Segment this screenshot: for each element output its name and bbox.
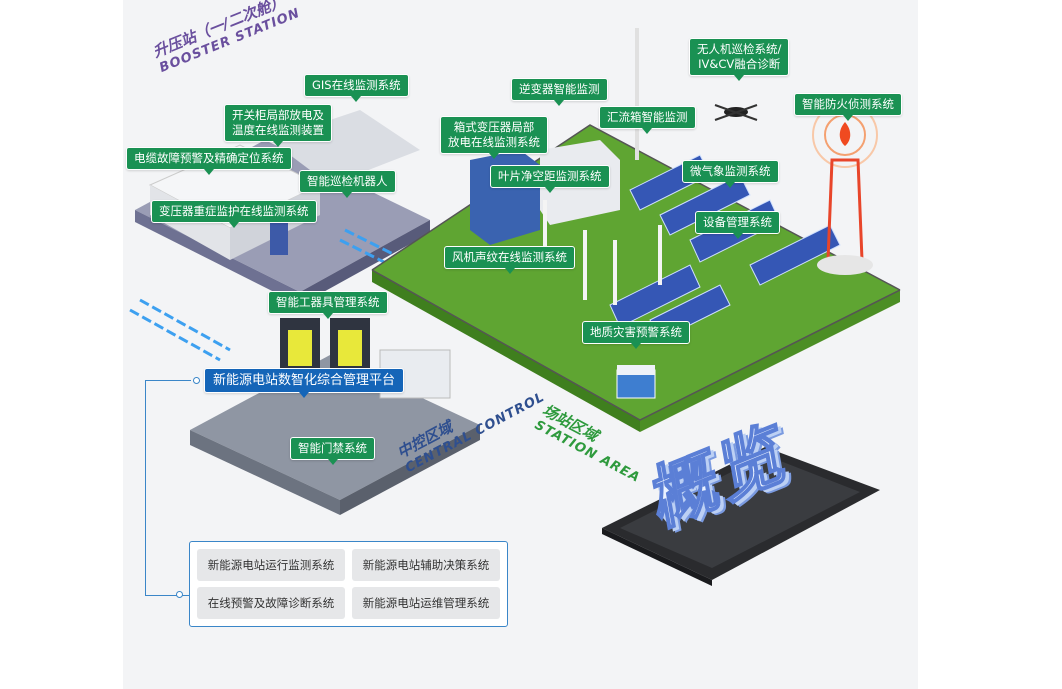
- label-access[interactable]: 智能门禁系统: [290, 437, 375, 465]
- drone: [714, 104, 758, 121]
- subsystem-panel: 新能源电站运行监测系统 新能源电站辅助决策系统 在线预警及故障诊断系统 新能源电…: [189, 541, 508, 627]
- central-control-floor: [190, 318, 480, 515]
- connector-dot-bottom: [176, 591, 183, 598]
- label-transformer[interactable]: 变压器重症监护在线监测系统: [151, 200, 317, 228]
- label-cable[interactable]: 电缆故障预警及精确定位系统: [126, 147, 292, 175]
- label-geo[interactable]: 地质灾害预警系统: [582, 321, 690, 349]
- label-inverter[interactable]: 逆变器智能监测: [511, 78, 608, 106]
- label-box-transformer-line1: 箱式变压器局部: [453, 120, 535, 134]
- label-switchgear[interactable]: 开关柜局部放电及 温度在线监测装置: [224, 104, 332, 147]
- label-device-text: 设备管理系统: [703, 215, 772, 229]
- label-platform-text: 新能源电站数智化综合管理平台: [213, 373, 396, 388]
- connector-dot-top: [193, 377, 200, 384]
- label-device[interactable]: 设备管理系统: [695, 211, 780, 239]
- label-tools[interactable]: 智能工器具管理系统: [268, 291, 388, 319]
- label-access-text: 智能门禁系统: [298, 441, 367, 455]
- label-combiner[interactable]: 汇流箱智能监测: [599, 106, 696, 134]
- label-combiner-text: 汇流箱智能监测: [607, 110, 688, 124]
- label-gis[interactable]: GIS在线监测系统: [304, 74, 409, 102]
- cable-lines: [129, 228, 396, 362]
- label-drone-line2: IV&CV融合诊断: [698, 57, 781, 71]
- label-box-transformer[interactable]: 箱式变压器局部 放电在线监测系统: [440, 116, 548, 159]
- label-robot[interactable]: 智能巡检机器人: [299, 170, 396, 198]
- label-acoustic[interactable]: 风机声纹在线监测系统: [444, 246, 575, 274]
- label-switchgear-line1: 开关柜局部放电及: [232, 108, 324, 122]
- label-fire-text: 智能防火侦测系统: [802, 97, 894, 111]
- fire-tower: [812, 102, 878, 275]
- label-platform[interactable]: 新能源电站数智化综合管理平台: [204, 368, 405, 398]
- subsystem-fault-diagnosis[interactable]: 在线预警及故障诊断系统: [197, 587, 345, 619]
- tablet: [602, 447, 880, 586]
- label-robot-text: 智能巡检机器人: [307, 174, 388, 188]
- label-box-transformer-line2: 放电在线监测系统: [448, 135, 540, 149]
- label-cable-text: 电缆故障预警及精确定位系统: [134, 151, 284, 165]
- label-geo-text: 地质灾害预警系统: [590, 325, 682, 339]
- subsystem-operation-monitoring[interactable]: 新能源电站运行监测系统: [197, 549, 345, 581]
- label-drone-line1: 无人机巡检系统/: [697, 42, 782, 56]
- label-weather[interactable]: 微气象监测系统: [682, 160, 779, 188]
- subsystem-decision-support[interactable]: 新能源电站辅助决策系统: [352, 549, 500, 581]
- label-blade-text: 叶片净空距监测系统: [498, 169, 602, 183]
- subsystem-om-management[interactable]: 新能源电站运维管理系统: [352, 587, 500, 619]
- label-weather-text: 微气象监测系统: [690, 164, 771, 178]
- label-acoustic-text: 风机声纹在线监测系统: [452, 250, 567, 264]
- label-fire[interactable]: 智能防火侦测系统: [794, 93, 902, 121]
- label-tools-text: 智能工器具管理系统: [276, 295, 380, 309]
- platform-connector-line: [145, 380, 191, 596]
- label-inverter-text: 逆变器智能监测: [519, 82, 600, 96]
- label-blade[interactable]: 叶片净空距监测系统: [490, 165, 610, 193]
- label-drone[interactable]: 无人机巡检系统/ IV&CV融合诊断: [689, 38, 790, 81]
- label-switchgear-line2: 温度在线监测装置: [232, 123, 324, 137]
- label-gis-text: GIS在线监测系统: [312, 78, 401, 92]
- label-transformer-text: 变压器重症监护在线监测系统: [159, 204, 309, 218]
